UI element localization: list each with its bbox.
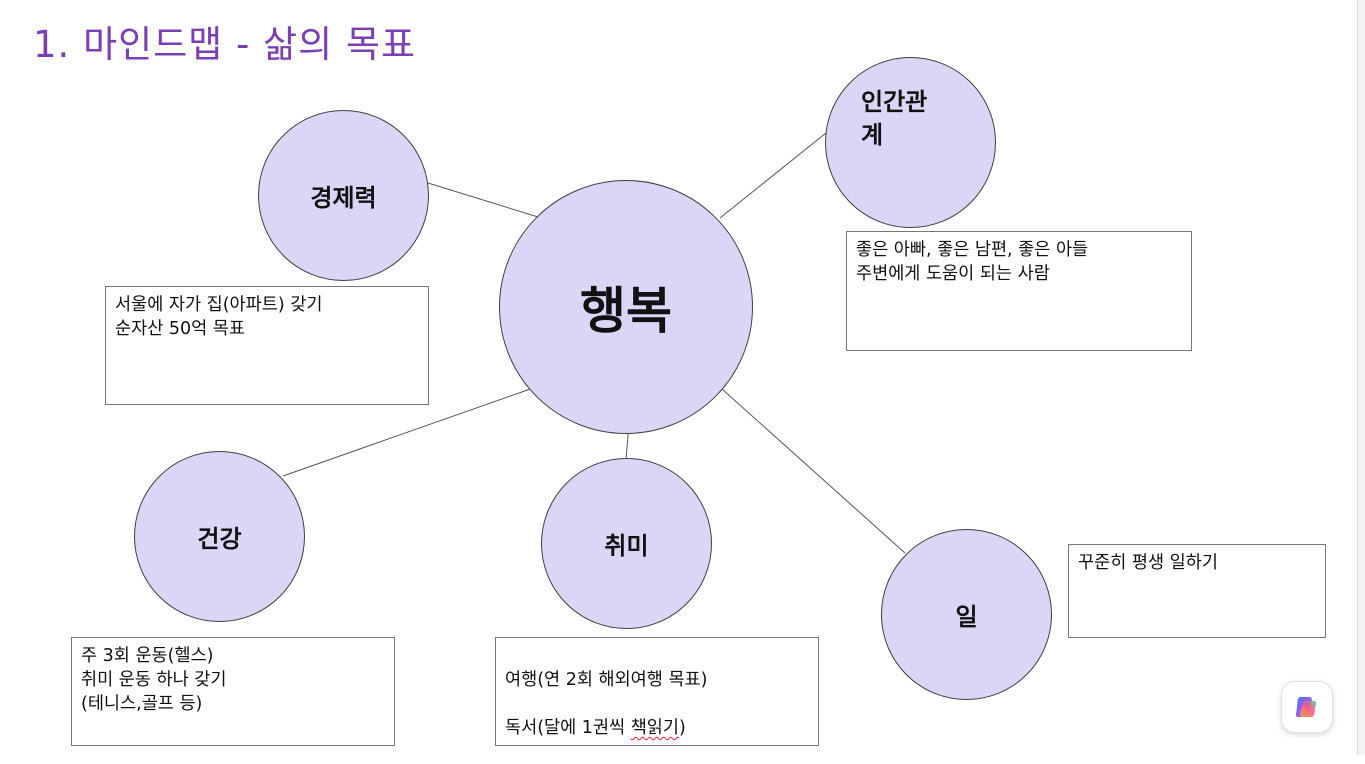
page-title: 1. 마인드맵 - 삶의 목표 xyxy=(33,23,417,66)
note-hobby-line2-prefix: 독서(달에 1권씩 xyxy=(505,718,631,738)
node-center[interactable]: 행복 xyxy=(499,180,753,434)
connector-work xyxy=(721,388,906,554)
node-economy[interactable]: 경제력 xyxy=(258,110,429,281)
connector-economy xyxy=(427,182,539,218)
scrollbar-track[interactable] xyxy=(1357,0,1365,755)
note-economy[interactable]: 서울에 자가 집(아파트) 갖기 순자산 50억 목표 xyxy=(105,286,429,405)
note-hobby-line2-suffix: ) xyxy=(679,718,686,738)
note-hobby-line1: 여행(연 2회 해외여행 목표) xyxy=(505,670,708,690)
copilot-icon xyxy=(1295,696,1317,718)
note-health[interactable]: 주 3회 운동(헬스) 취미 운동 하나 갖기 (테니스,골프 등) xyxy=(71,637,395,746)
note-work[interactable]: 꾸준히 평생 일하기 xyxy=(1068,544,1326,638)
node-work[interactable]: 일 xyxy=(881,529,1052,700)
node-relations[interactable]: 인간관 계 xyxy=(825,57,996,228)
note-hobby-line2: 독서(달에 1권씩 책읽기) xyxy=(505,716,809,740)
connector-relations xyxy=(719,132,827,219)
node-health[interactable]: 건강 xyxy=(134,451,305,622)
connector-health xyxy=(282,386,537,477)
note-relations[interactable]: 좋은 아빠, 좋은 남편, 좋은 아들 주변에게 도움이 되는 사람 xyxy=(846,231,1192,351)
spelling-error-word[interactable]: 책읽기 xyxy=(630,718,679,738)
note-hobby[interactable]: 여행(연 2회 해외여행 목표) 독서(달에 1권씩 책읽기) xyxy=(495,637,819,746)
node-hobby[interactable]: 취미 xyxy=(541,458,712,629)
copilot-button[interactable] xyxy=(1281,681,1333,733)
